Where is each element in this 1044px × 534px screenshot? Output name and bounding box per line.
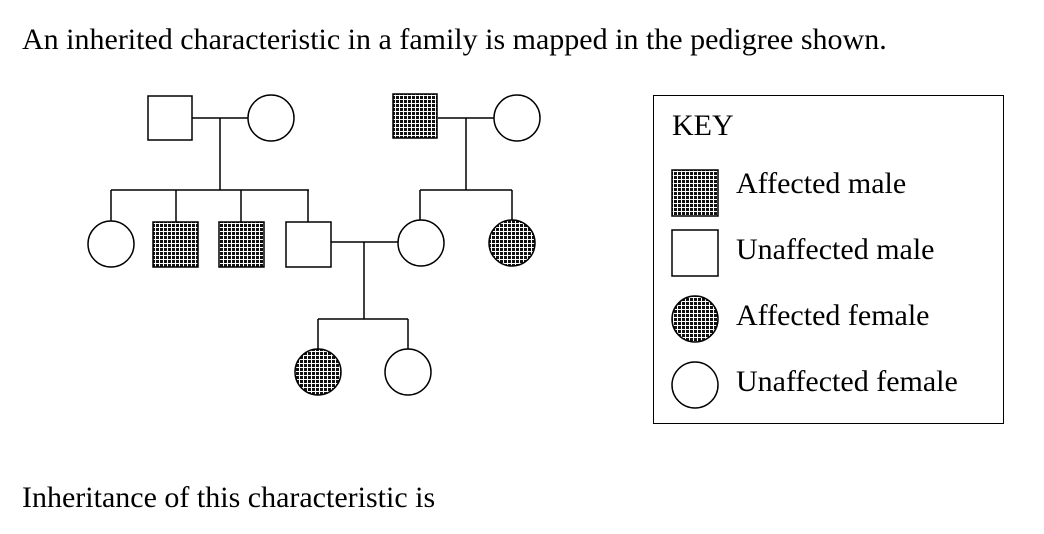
key-title: KEY	[672, 109, 734, 142]
question-intro: An inherited characteristic in a family …	[22, 23, 887, 56]
gen2-male-affected-symbol-2	[218, 221, 265, 268]
key-label-unaffected-female: Unaffected female	[736, 365, 958, 398]
gen2-male-unaffected-symbol	[285, 221, 332, 268]
gen3-female-unaffected-symbol	[384, 348, 432, 396]
key-affected-male-icon	[671, 169, 719, 217]
question-stem: Inheritance of this characteristic is	[22, 481, 436, 514]
key-label-affected-female: Affected female	[736, 299, 930, 332]
gen2-male-affected-symbol	[152, 221, 199, 268]
pedigree-lines	[110, 117, 513, 349]
gen1-female-unaffected-symbol-2	[493, 94, 541, 142]
gen1-female-unaffected-symbol	[247, 94, 295, 142]
gen1-male-affected-symbol	[392, 93, 438, 139]
key-label-affected-male: Affected male	[736, 167, 907, 200]
key-label-unaffected-male: Unaffected male	[736, 233, 935, 266]
gen2-female-unaffected-symbol-2	[397, 219, 445, 267]
gen3-female-affected-symbol	[294, 348, 342, 396]
gen2-female-unaffected-symbol	[87, 220, 135, 268]
gen1-male-unaffected-symbol	[147, 95, 193, 141]
pedigree-chart	[87, 93, 541, 396]
gen2-female-affected-symbol	[488, 219, 536, 267]
key-unaffected-male-icon	[671, 229, 719, 277]
key-unaffected-female-icon	[671, 361, 719, 409]
key-affected-female-icon	[671, 295, 719, 343]
key-legend: KEY Affected male Unaffected male Affect…	[653, 95, 1004, 424]
